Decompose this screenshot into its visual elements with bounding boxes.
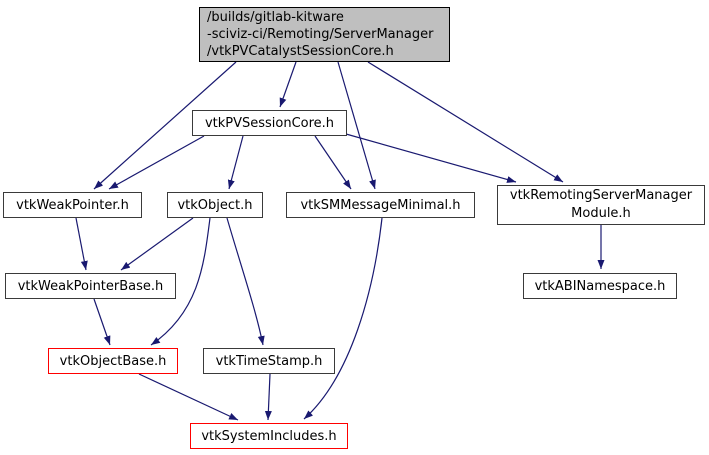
edge-main-to-remotingmodule [367,61,564,183]
node-label: vtkObject.h [177,197,253,213]
edge-weakpointer-to-weakpointerbase [75,217,88,271]
edge-object-to-weakpointerbase [120,217,194,271]
node-label: vtkWeakPointerBase.h [17,278,164,294]
node-label: vtkPVSessionCore.h [204,115,335,131]
node-vtkweakpointer[interactable]: vtkWeakPointer.h [3,192,142,218]
node-vtkpvcatalystsessioncore[interactable]: /builds/gitlab-kitware -sciviz-ci/Remoti… [199,7,450,62]
edge-objectbase-to-systemincludes [138,373,239,421]
edge-object-to-timestamp [226,217,265,346]
node-vtksystemincludes[interactable]: vtkSystemIncludes.h [190,423,348,449]
node-vtksmmessageminimal[interactable]: vtkSMMessageMinimal.h [286,192,475,218]
node-label: vtkABINamespace.h [534,278,666,294]
edge-smmessageminimal-to-systemincludes [303,217,383,420]
node-vtkabinamespace[interactable]: vtkABINamespace.h [523,273,677,299]
edge-timestamp-to-systemincludes [264,373,272,421]
node-vtkobjectbase[interactable]: vtkObjectBase.h [48,348,178,374]
node-label: vtkSystemIncludes.h [201,428,337,444]
node-vtktimestamp[interactable]: vtkTimeStamp.h [203,348,335,374]
node-label: vtkWeakPointer.h [16,197,129,213]
node-vtkpvsessioncore[interactable]: vtkPVSessionCore.h [192,110,347,136]
node-vtkweakpointerbase[interactable]: vtkWeakPointerBase.h [5,273,176,299]
node-label: vtkSMMessageMinimal.h [300,197,461,213]
edge-main-to-smmessageminimal [337,61,376,190]
node-label: vtkObjectBase.h [59,353,167,369]
edge-weakpointerbase-to-objectbase [93,298,111,346]
node-label: /builds/gitlab-kitware -sciviz-ci/Remoti… [207,10,434,59]
edge-pvsessioncore-to-object [227,135,244,190]
node-label: vtkRemotingServerManager Module.h [509,188,693,221]
edge-pvsessioncore-to-smmessageminimal [314,135,352,190]
edge-object-to-objectbase [150,217,211,346]
node-vtkobject[interactable]: vtkObject.h [167,192,263,218]
edge-main-to-pvsessioncore [279,61,297,108]
edge-pvsessioncore-to-weakpointer [108,135,205,190]
node-vtkremotingservermanagermodule[interactable]: vtkRemotingServerManager Module.h [497,185,705,225]
edge-main-to-weakpointer [93,61,237,190]
edge-pvsessioncore-to-remotingmodule [345,133,517,183]
node-label: vtkTimeStamp.h [215,353,323,369]
